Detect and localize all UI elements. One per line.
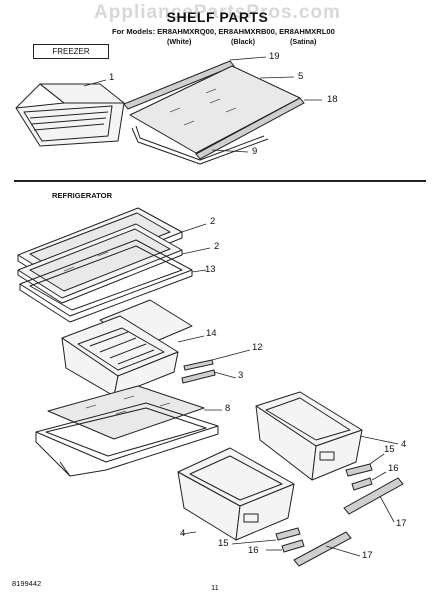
callout-1: 1 <box>109 72 115 83</box>
document-number: 8199442 <box>12 579 42 588</box>
callout-13: 13 <box>205 264 216 275</box>
drawer-slide-right <box>345 463 373 477</box>
callout-17-bottom: 17 <box>362 550 373 561</box>
callout-9: 9 <box>252 146 258 157</box>
callout-2-upper: 2 <box>210 216 216 227</box>
callout-18: 18 <box>327 94 338 105</box>
freezer-glass-shelf <box>129 65 301 154</box>
callout-17-right: 17 <box>396 518 407 529</box>
callout-3: 3 <box>238 370 244 381</box>
callout-4-bottom: 4 <box>180 528 186 539</box>
callout-14: 14 <box>206 328 217 339</box>
callout-5: 5 <box>298 71 304 82</box>
drawer-slide-bottom <box>275 527 301 541</box>
variant-black: (Black) <box>231 37 255 46</box>
shelf-trim-front <box>123 60 235 110</box>
crisper-drawer <box>61 299 193 397</box>
callout-2-lower: 2 <box>214 241 220 252</box>
meat-pan-bottom <box>177 447 295 541</box>
page-title: SHELF PARTS <box>166 9 269 25</box>
fresh-food-shelf-frame <box>19 239 193 323</box>
callout-8: 8 <box>225 403 231 414</box>
callout-19: 19 <box>269 51 280 62</box>
callout-15-bottom: 15 <box>218 538 229 549</box>
page-number: 11 <box>211 583 219 592</box>
models-line: For Models: ER8AHMXRQ00, ER8AHMXRB00, ER… <box>112 27 335 36</box>
callout-12: 12 <box>252 342 263 353</box>
variant-satina: (Satina) <box>290 37 317 46</box>
callout-15-right: 15 <box>384 444 395 455</box>
drawer-trim <box>181 369 216 384</box>
callout-16-right: 16 <box>388 463 399 474</box>
refrigerator-section-label: REFRIGERATOR <box>52 191 113 200</box>
shelf-trim-rear <box>195 97 305 160</box>
section-divider <box>14 180 426 182</box>
variant-white: (White) <box>167 37 192 46</box>
drawer-trim-small <box>183 359 214 371</box>
slide-clip-bottom <box>281 539 305 553</box>
freezer-basket <box>15 83 125 147</box>
freezer-section-label: FREEZER <box>33 44 109 59</box>
drawer-cover-frame <box>35 402 219 477</box>
drawer-rail-bottom <box>293 531 352 567</box>
callout-4-right: 4 <box>401 439 407 450</box>
slide-clip-right <box>351 477 373 491</box>
drawer-rail-right <box>343 477 404 515</box>
watermark: AppliancePartsPros.com <box>94 2 341 23</box>
meat-pan-right <box>255 391 363 481</box>
callout-16-bottom: 16 <box>248 545 259 556</box>
